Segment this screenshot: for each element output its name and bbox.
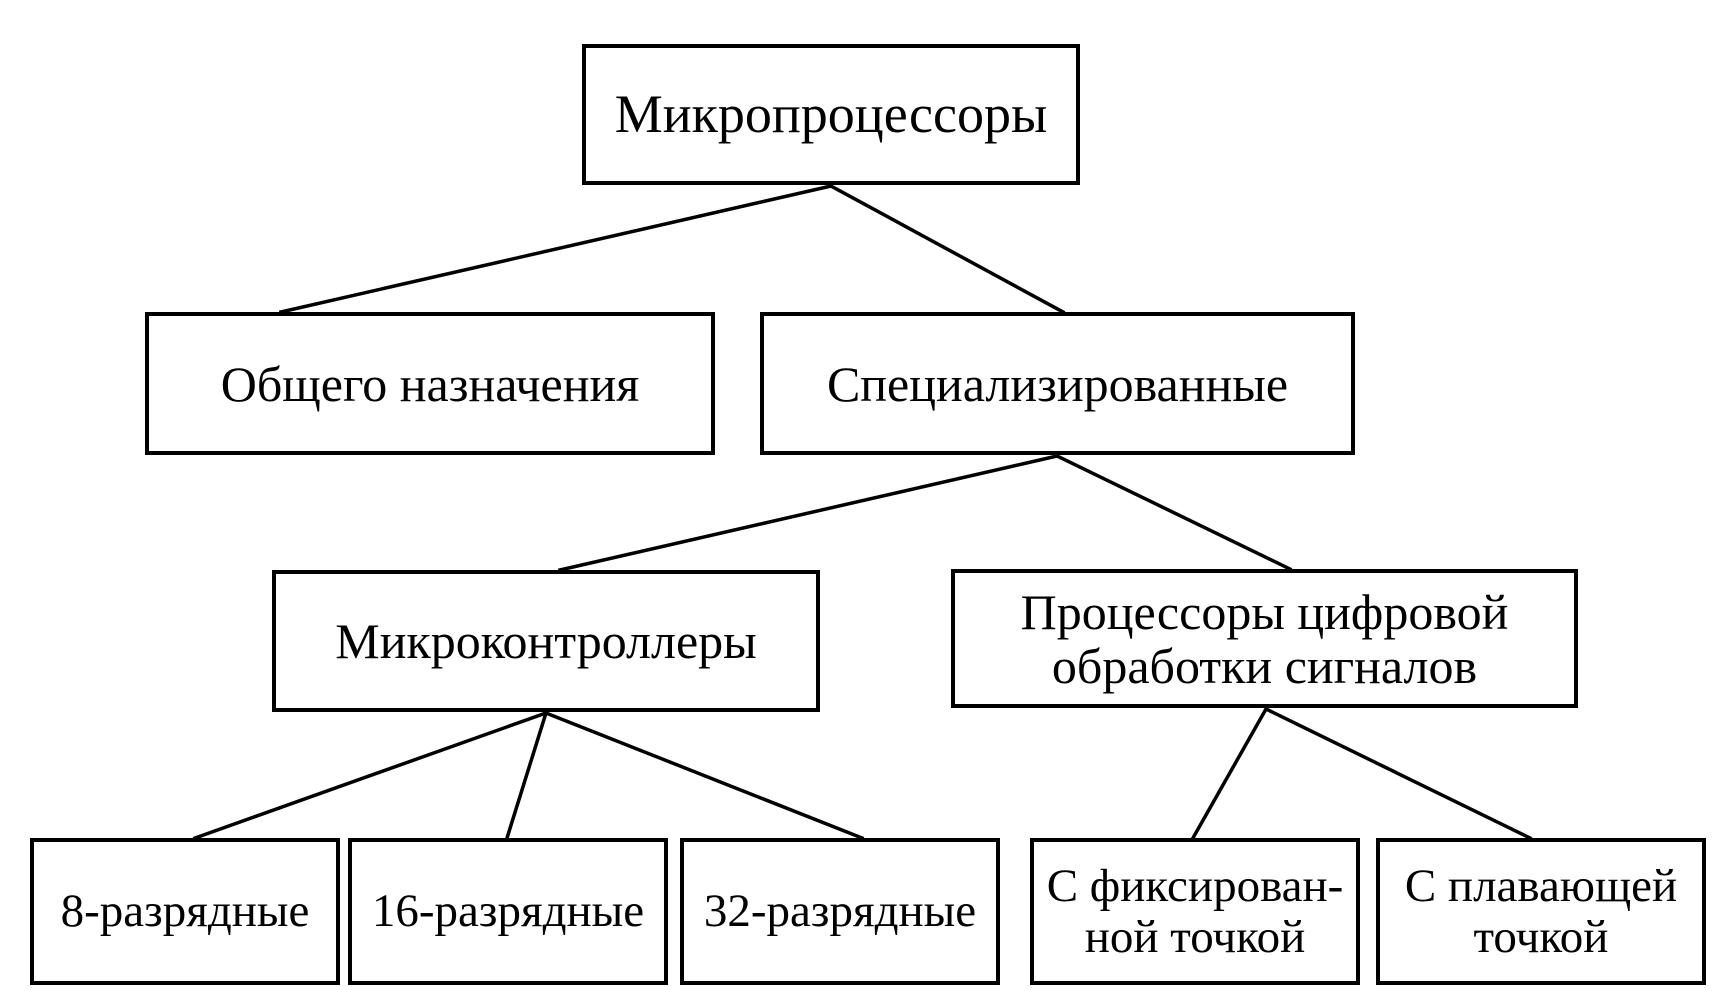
node-label-special: Специализированные xyxy=(826,355,1289,412)
connector-root-to-special xyxy=(828,183,1066,315)
connector-mcu-to-bit32 xyxy=(543,710,865,841)
node-label-dsp: Процессоры цифровой обработки сигналов xyxy=(1020,583,1509,694)
connector-special-to-mcu xyxy=(557,453,1060,573)
connector-mcu-to-bit8 xyxy=(192,710,549,841)
node-label-mcu: Микроконтроллеры xyxy=(335,613,757,669)
connector-dsp-to-float xyxy=(1263,706,1533,841)
node-label-bit8: 8-разрядные xyxy=(60,885,310,938)
node-label-root: Микропроцессоры xyxy=(614,84,1048,145)
node-general[interactable]: Общего назначения xyxy=(145,312,715,455)
node-label-general: Общего назначения xyxy=(220,355,640,412)
node-bit16[interactable]: 16-разрядные xyxy=(348,838,668,985)
node-float[interactable]: С плавающей точкой xyxy=(1376,838,1706,985)
node-label-float: С плавающей точкой xyxy=(1404,859,1678,963)
connector-mcu-to-bit16 xyxy=(504,710,549,841)
connector-root-to-general xyxy=(278,183,834,315)
node-label-fixed: С фиксирован- ной точкой xyxy=(1046,859,1344,963)
node-root[interactable]: Микропроцессоры xyxy=(582,44,1080,185)
node-label-bit32: 32-разрядные xyxy=(703,885,977,938)
connector-dsp-to-fixed xyxy=(1190,706,1269,841)
node-label-bit16: 16-разрядные xyxy=(371,885,645,938)
node-mcu[interactable]: Микроконтроллеры xyxy=(272,570,820,712)
node-bit8[interactable]: 8-разрядные xyxy=(30,838,340,985)
node-fixed[interactable]: С фиксирован- ной точкой xyxy=(1030,838,1360,985)
node-dsp[interactable]: Процессоры цифровой обработки сигналов xyxy=(951,569,1578,708)
node-bit32[interactable]: 32-разрядные xyxy=(680,838,1000,985)
node-special[interactable]: Специализированные xyxy=(760,312,1355,455)
connector-special-to-dsp xyxy=(1054,453,1293,572)
